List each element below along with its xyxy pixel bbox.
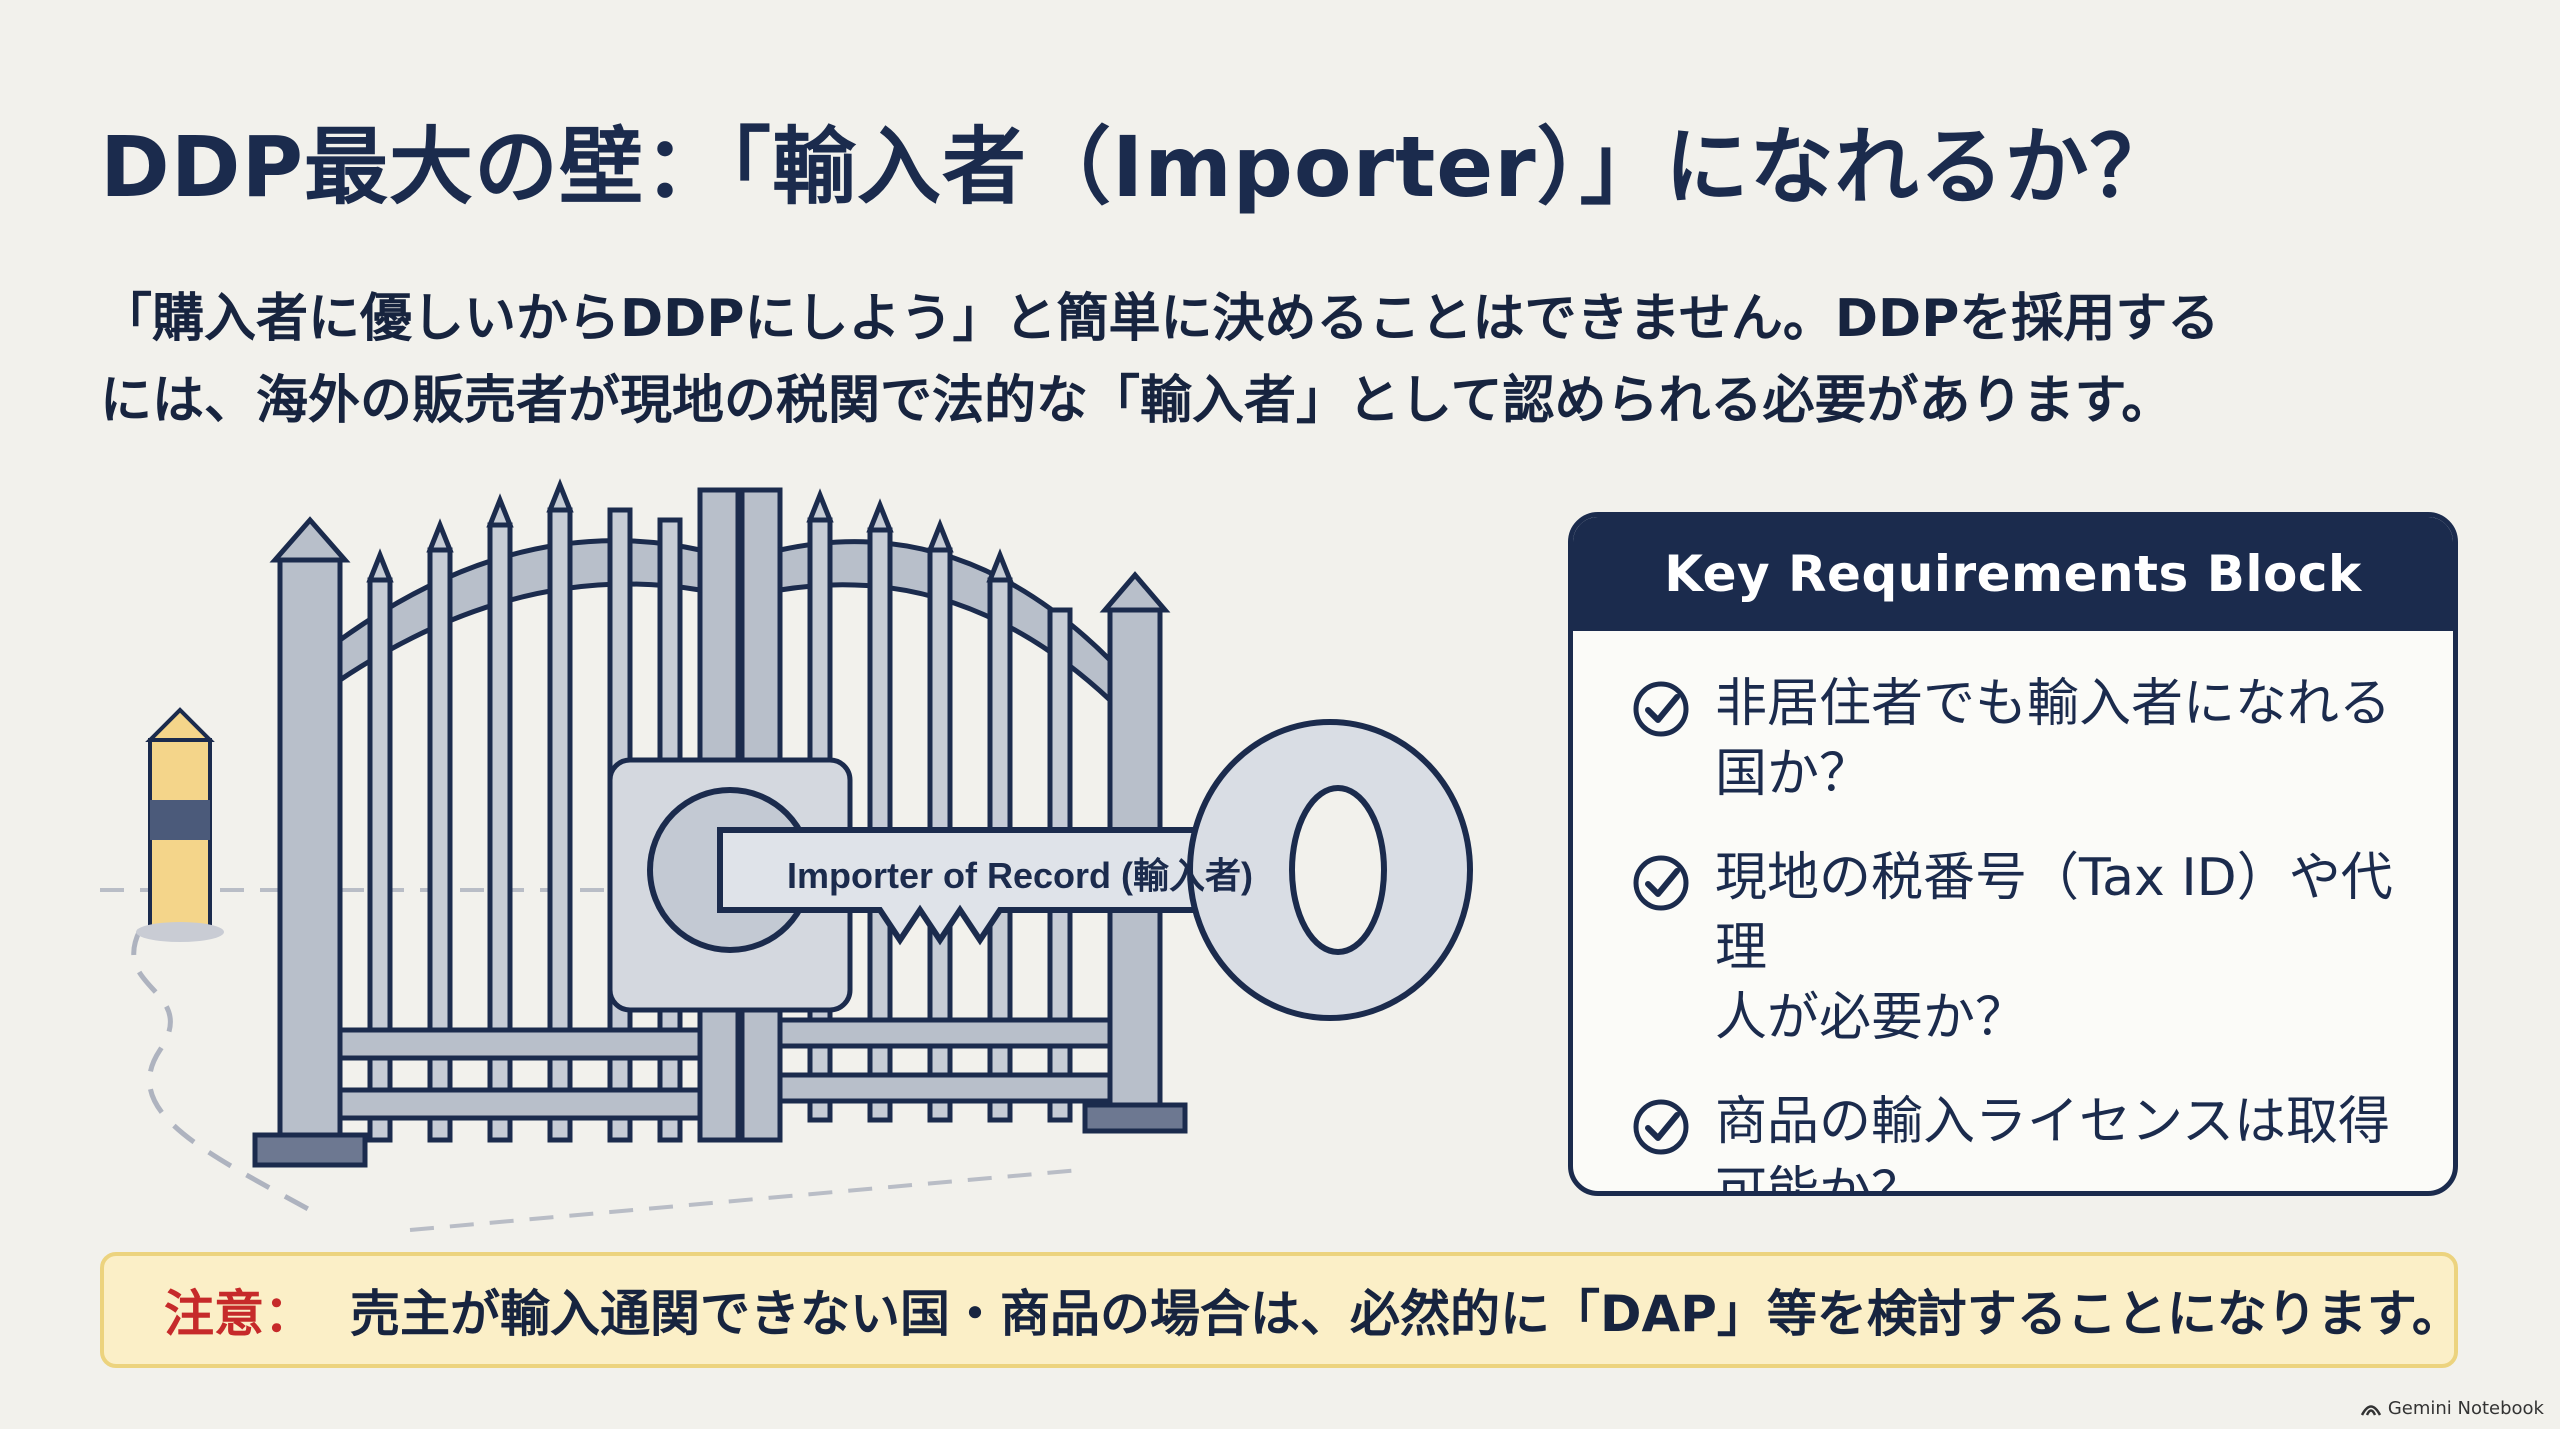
page-title: DDP最大の壁：「輸入者（Importer）」になれるか？ bbox=[100, 118, 2175, 216]
brand-watermark: Gemini Notebook bbox=[2360, 1398, 2544, 1419]
warning-text: 売主が輸入通関できない国・商品の場合は、必然的に「DAP」等を検討することになり… bbox=[350, 1285, 2462, 1343]
key-requirements-block: Key Requirements Block 非居住者でも輸入者になれる 国か？… bbox=[1568, 512, 2458, 1196]
check-circle-icon bbox=[1633, 681, 1689, 737]
requirement-text: 非居住者でも輸入者になれる 国か？ bbox=[1715, 669, 2391, 809]
lead-line-1: 「購入者に優しいからDDPにしよう」と簡単に決めることはできません。DDPを採用… bbox=[100, 289, 2220, 349]
gate-key-illustration: Importer of Record (輸入者) bbox=[100, 478, 1473, 1232]
requirements-header: Key Requirements Block bbox=[1573, 517, 2453, 631]
key-icon bbox=[647, 719, 1473, 1021]
requirement-line: 人が必要か？ bbox=[1715, 988, 2028, 1048]
requirement-item: 現地の税番号（Tax ID）や代理 人が必要か？ bbox=[1631, 843, 2413, 1053]
requirement-item: 商品の輸入ライセンスは取得 可能か？ bbox=[1631, 1087, 2413, 1196]
bollard-icon bbox=[136, 707, 224, 942]
requirements-list: 非居住者でも輸入者になれる 国か？ 現地の税番号（Tax ID）や代理 人が必要… bbox=[1573, 631, 2453, 1196]
requirement-line: 国か？ bbox=[1715, 744, 1872, 804]
brand-name: Gemini Notebook bbox=[2387, 1398, 2544, 1419]
lead-paragraph: 「購入者に優しいからDDPにしよう」と簡単に決めることはできません。DDPを採用… bbox=[100, 278, 2480, 442]
requirement-item: 非居住者でも輸入者になれる 国か？ bbox=[1631, 669, 2413, 809]
lead-line-2: には、海外の販売者が現地の税関で法的な「輸入者」として認められる必要があります。 bbox=[100, 371, 2174, 431]
path-curve bbox=[131, 928, 312, 1213]
check-circle-icon bbox=[1633, 1099, 1689, 1155]
requirement-line: 商品の輸入ライセンスは取得 bbox=[1715, 1092, 2390, 1152]
notebook-logo-icon bbox=[2360, 1404, 2381, 1416]
requirement-line: 現地の税番号（Tax ID）や代理 bbox=[1715, 848, 2393, 978]
check-circle-icon bbox=[1633, 855, 1689, 911]
warning-label: 注意： bbox=[164, 1285, 314, 1343]
requirement-line: 非居住者でも輸入者になれる bbox=[1715, 674, 2392, 734]
requirement-text: 現地の税番号（Tax ID）や代理 人が必要か？ bbox=[1715, 843, 2413, 1053]
key-label: Importer of Record (輸入者) bbox=[787, 855, 1253, 896]
gate-icon bbox=[252, 478, 1188, 1168]
warning-banner: 注意： 売主が輸入通関できない国・商品の場合は、必然的に「DAP」等を検討するこ… bbox=[100, 1252, 2462, 1368]
requirement-text: 商品の輸入ライセンスは取得 可能か？ bbox=[1715, 1087, 2390, 1196]
requirement-line: 可能か？ bbox=[1715, 1162, 1924, 1196]
